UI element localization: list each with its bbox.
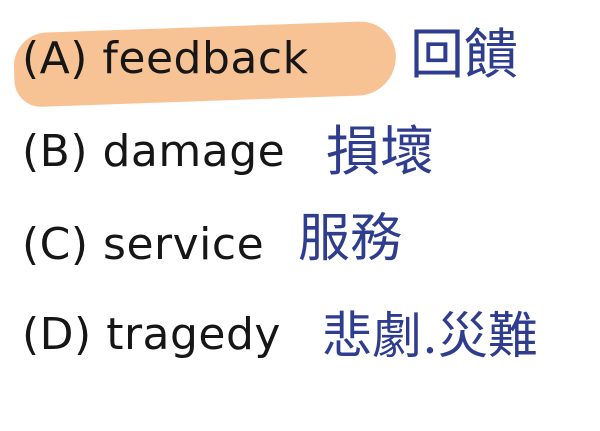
option-b: (B) damage: [22, 126, 286, 177]
option-c: (C) service: [22, 219, 265, 270]
handwritten-note-d: 悲劇.災難: [322, 307, 538, 365]
handwritten-note-a: 回饋: [410, 23, 518, 86]
handwritten-note-b: 損壞: [326, 120, 434, 183]
handwritten-note-c: 服務: [298, 209, 403, 269]
option-a: (A) feedback: [22, 33, 309, 84]
option-d: (D) tragedy: [22, 309, 281, 360]
